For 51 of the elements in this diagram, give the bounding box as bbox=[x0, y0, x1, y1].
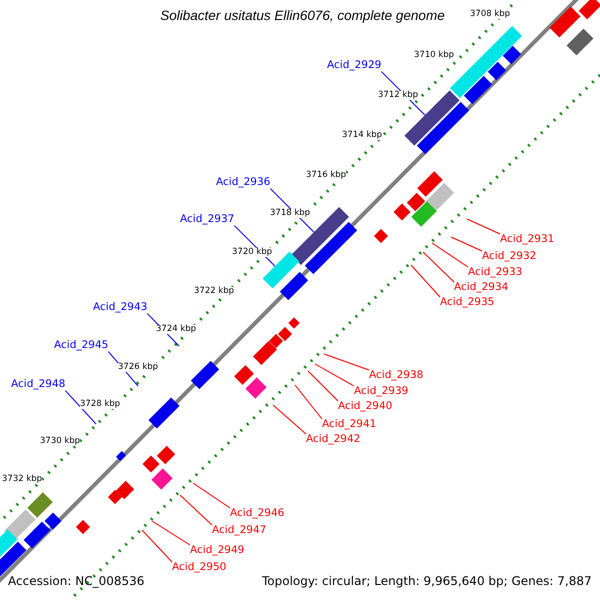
leader-line bbox=[308, 370, 338, 402]
gene-label: Acid_2941 bbox=[322, 419, 376, 431]
scale-label: 3726 kbp bbox=[118, 363, 158, 372]
leader-line bbox=[192, 482, 230, 508]
scale-label: 3732 kbp bbox=[2, 475, 42, 484]
scale-label: 3728 kbp bbox=[80, 400, 120, 410]
title: Solibacter usitatus Ellin6076, complete genome bbox=[159, 8, 445, 23]
scale-label: 3710 kbp bbox=[414, 51, 454, 60]
leader-line bbox=[450, 236, 482, 252]
gene-label: Acid_2948 bbox=[11, 379, 66, 391]
gene-label: Acid_2947 bbox=[212, 525, 266, 537]
scale-label: 3730 kbp bbox=[40, 437, 80, 446]
scale-label: 3722 kbp bbox=[194, 287, 234, 296]
genome-info: Topology: circular; Length: 9,965,640 bp; Genes: 7,887 bbox=[262, 575, 592, 588]
leader-line bbox=[64, 390, 96, 424]
scale-label: 3716 kbp bbox=[306, 171, 346, 180]
leader-line bbox=[272, 404, 306, 434]
leader-line bbox=[422, 252, 454, 282]
gene-label: Acid_2942 bbox=[306, 434, 360, 446]
gene-label: Acid_2939 bbox=[354, 386, 408, 398]
gene-label: Acid_2946 bbox=[230, 508, 284, 520]
gene-label: Acid_2940 bbox=[338, 401, 392, 413]
scale-label: 3708 kbp bbox=[470, 10, 510, 20]
leader-line bbox=[294, 384, 322, 420]
leader-line bbox=[180, 494, 212, 526]
scale-label: 3712 kbp bbox=[378, 91, 418, 100]
leader-line bbox=[466, 218, 500, 234]
gene-label: Acid_2932 bbox=[482, 251, 536, 263]
leader-line bbox=[432, 242, 468, 268]
gene-label: Acid_2933 bbox=[468, 267, 522, 279]
scale-label: 3714 kbp bbox=[342, 131, 382, 140]
gene-label: Acid_2949 bbox=[190, 545, 244, 557]
leader-line bbox=[314, 364, 354, 386]
gene-label: Acid_2950 bbox=[172, 562, 226, 574]
gene-label: Acid_2936 bbox=[216, 177, 270, 189]
leader-line bbox=[152, 520, 190, 546]
leader-line bbox=[410, 264, 440, 298]
gene-label: Acid_2937 bbox=[180, 214, 234, 226]
scale-label: 3724 kbp bbox=[156, 325, 196, 334]
gene-label: Acid_2929 bbox=[327, 60, 382, 72]
gene-label: Acid_2931 bbox=[500, 234, 554, 246]
gene-label: Acid_2943 bbox=[93, 302, 148, 314]
gene-label: Acid_2934 bbox=[454, 282, 508, 294]
leader-line bbox=[324, 354, 370, 370]
scale-label: 3718 kbp bbox=[270, 209, 310, 218]
genome-info: Accession: NC_008536 bbox=[8, 575, 144, 588]
gene-label: Acid_2935 bbox=[440, 297, 494, 309]
scale-label: 3720 kbp bbox=[232, 248, 272, 258]
gene-label: Acid_2945 bbox=[54, 340, 108, 352]
gene-label: Acid_2938 bbox=[369, 370, 424, 382]
leader-line bbox=[142, 530, 172, 562]
